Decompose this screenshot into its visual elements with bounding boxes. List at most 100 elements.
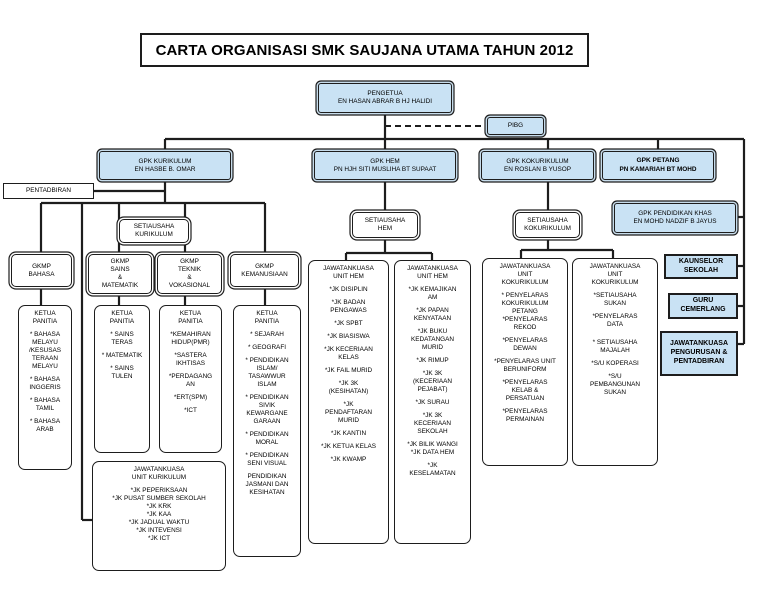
list-line: GARAAN bbox=[253, 418, 281, 425]
list-line: * BAHASA bbox=[29, 331, 61, 338]
list-line: *JK BADAN bbox=[331, 299, 366, 306]
node-role: GPK KURIKULUM bbox=[138, 157, 192, 165]
list-line: KELAB & bbox=[511, 387, 539, 394]
node-role-detail: HEM bbox=[377, 225, 393, 232]
list-line: KESIHATAN bbox=[249, 489, 285, 496]
node-person: EN ROSLAN B YUSOP bbox=[503, 165, 571, 173]
node-gkmp-bahasa: GKMP BAHASA bbox=[11, 254, 72, 287]
list-line: PANITIA bbox=[178, 318, 203, 325]
list-line: *JK KECERIAAN bbox=[324, 346, 373, 353]
list-line: ISLAM/ bbox=[256, 365, 278, 372]
list-line: *JK KANTIN bbox=[330, 430, 367, 437]
list-line: *ICT bbox=[184, 407, 197, 414]
node-role-detail: & bbox=[117, 274, 123, 281]
list-line: KESELAMATAN bbox=[409, 470, 456, 477]
list-line: KETUA bbox=[34, 310, 56, 317]
list-line: KETUA bbox=[111, 310, 133, 317]
list-line: * PENDIDIKAN bbox=[245, 357, 289, 364]
list-line: * BAHASA bbox=[29, 418, 61, 425]
list-line: UNIT bbox=[607, 271, 623, 278]
list-line: AN bbox=[186, 381, 195, 388]
node-role-detail: VOKASIONAL bbox=[168, 282, 211, 289]
list-line: *JK 3K bbox=[422, 370, 443, 377]
list-line: DATA bbox=[606, 321, 624, 328]
list-line: MURID bbox=[422, 344, 443, 351]
node-role: PENGETUA bbox=[367, 90, 403, 97]
list-line: * PENDIDIKAN bbox=[245, 452, 289, 459]
list-line: UNIT HEM bbox=[417, 273, 448, 280]
list-line: PANITIA bbox=[109, 318, 135, 325]
list-line: * SETIAUSAHA bbox=[592, 339, 638, 346]
list-line: KOKURIKULUM bbox=[501, 279, 549, 286]
list-line: * BAHASA bbox=[29, 397, 61, 404]
list-line: BERUNIFORM bbox=[503, 366, 547, 373]
list-line: PANITIA bbox=[254, 318, 280, 325]
list-line: SENI VISUAL bbox=[247, 460, 287, 467]
list-line: *JK DISIPLIN bbox=[329, 286, 368, 293]
list-line: *PENYELARAS bbox=[592, 313, 638, 320]
list-line: *JK BUKU bbox=[417, 328, 448, 335]
node-role-detail: KEMANUSIAAN bbox=[241, 270, 288, 278]
list-line: JAWATANKUASA bbox=[133, 466, 185, 473]
list-line: TERAS bbox=[111, 339, 133, 346]
list-line: MAJALAH bbox=[600, 347, 630, 354]
list-line: * SAINS bbox=[110, 331, 134, 338]
node-role: GKMP bbox=[32, 262, 51, 270]
list-line: PERMAINAN bbox=[506, 416, 544, 423]
list-line: KECERIAAN bbox=[414, 420, 451, 427]
node-person: EN MOHD NADZIF B JAYUS bbox=[633, 218, 717, 225]
node-gpk-kurikulum: GPK KURIKULUM EN HASBE B. OMAR bbox=[99, 151, 231, 180]
node-gpk-hem: GPK HEM PN HJH SITI MUSLIHA BT SUPAAT bbox=[314, 151, 456, 180]
list-line: PEJABAT) bbox=[417, 386, 448, 393]
list-line: *JK KWAMP bbox=[330, 456, 367, 463]
list-line: *KEMAHIRAN bbox=[170, 331, 211, 338]
node-role-detail: MATEMATIK bbox=[101, 282, 139, 289]
list-line: * PENDIDIKAN bbox=[245, 394, 289, 401]
list-line: ISLAM bbox=[257, 381, 277, 388]
list-line: *PENYELARAS bbox=[502, 316, 548, 323]
node-role: GPK HEM bbox=[370, 157, 400, 165]
list-line: *PENYELARAS bbox=[502, 379, 548, 386]
list-line: *JK 3K bbox=[422, 412, 443, 419]
list-line: KOKURIKULUM bbox=[591, 279, 639, 286]
list-line: *JK ICT bbox=[147, 535, 170, 542]
list-line: KENYATAAN bbox=[413, 315, 452, 322]
node-jk-pengurusan: JAWATANKUASA PENGURUSAN & PENTADBIRAN bbox=[660, 331, 738, 376]
list-line: * SAINS bbox=[110, 365, 134, 372]
node-role-detail: BAHASA bbox=[28, 270, 55, 278]
node-gkmp-teknik: GKMP TEKNIK & VOKASIONAL bbox=[157, 254, 222, 294]
list-line: SUKAN bbox=[603, 389, 627, 396]
node-role-detail: PENTADBIRAN bbox=[673, 357, 725, 365]
node-role: GURU bbox=[692, 297, 714, 305]
list-line: * SEJARAH bbox=[250, 331, 284, 338]
node-role: PENTADBIRAN bbox=[26, 187, 71, 194]
list-line: JAWATANKUASA bbox=[323, 265, 374, 272]
node-setiausaha-hem: SETIAUSAHA HEM bbox=[352, 212, 418, 238]
list-line: * MATEMATIK bbox=[101, 352, 143, 359]
list-line: *JK DATA HEM bbox=[410, 449, 455, 456]
list-line: HIDUP(PMR) bbox=[171, 339, 210, 346]
node-setiausaha-kurikulum: SETIAUSAHA KURIKULUM bbox=[119, 219, 189, 243]
list-line: INGGERIS bbox=[29, 384, 61, 391]
list-line: KELAS bbox=[338, 354, 359, 361]
node-role-detail: KURIKULUM bbox=[135, 231, 173, 238]
list-line: PENDIDIKAN bbox=[247, 473, 287, 480]
list-line: *SASTERA bbox=[174, 352, 207, 359]
node-gkmp-sains: GKMP SAINS & MATEMATIK bbox=[88, 254, 152, 294]
node-person: PN KAMARIAH BT MOHD bbox=[619, 165, 697, 173]
node-role: PIBG bbox=[507, 122, 524, 129]
list-line: *JK BIASISWA bbox=[327, 333, 370, 340]
list-line: *PENYELARAS bbox=[502, 337, 548, 344]
list-line: AM bbox=[427, 294, 438, 301]
list-line: KETUA bbox=[179, 310, 202, 317]
node-role: GKMP bbox=[180, 258, 199, 265]
list-line: MELAYU bbox=[32, 339, 58, 346]
list-line: *JK bbox=[343, 401, 354, 408]
node-role: GPK PENDIDIKAN KHAS bbox=[638, 210, 712, 217]
node-role: KAUNSELOR bbox=[678, 257, 724, 265]
list-line: *JK KAA bbox=[146, 511, 172, 518]
